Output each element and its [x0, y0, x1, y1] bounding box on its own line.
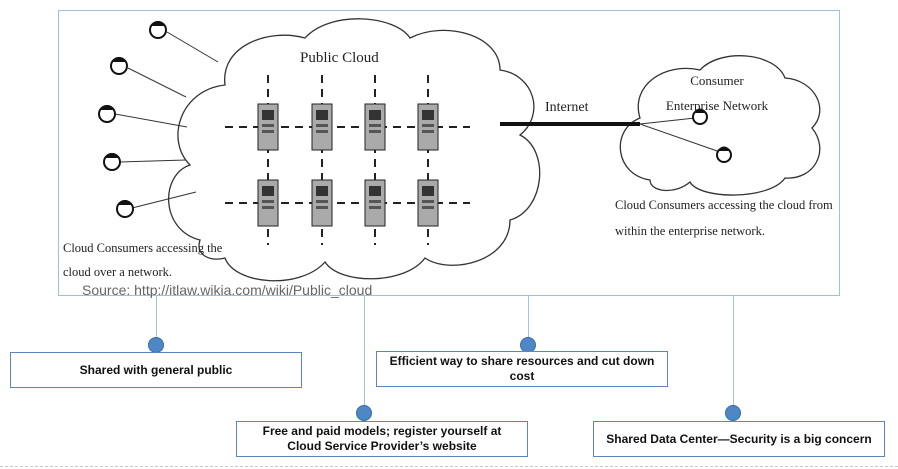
consumer-3-icon	[98, 105, 116, 123]
consumer-5-icon	[116, 200, 134, 218]
server-icon	[364, 103, 386, 151]
bottom-divider	[0, 466, 898, 468]
server-icon	[311, 179, 333, 227]
consumer-1-icon	[149, 21, 167, 39]
callout-pricing-models: Free and paid models; register yourself …	[236, 421, 528, 457]
consumer-4-icon	[103, 153, 121, 171]
servers	[257, 103, 439, 227]
enterprise-user-2-icon	[716, 146, 732, 163]
callout-shared-datacenter: Shared Data Center—Security is a big con…	[593, 421, 885, 457]
internet-label: Internet	[545, 100, 589, 115]
enterprise-cloud-shape	[619, 55, 821, 196]
enterprise-network-label: Consumer Enterprise Network	[665, 73, 769, 113]
enterprise-user-1-icon	[692, 108, 708, 125]
connector-line	[156, 296, 157, 346]
server-icon	[364, 179, 386, 227]
enterprise-consumers-caption: Cloud Consumers accessing the cloud from…	[615, 198, 833, 238]
connector-line	[364, 296, 365, 411]
server-icon	[257, 103, 279, 151]
callout-shared-public: Shared with general public	[10, 352, 302, 388]
callout-dot	[356, 405, 372, 421]
server-icon	[311, 103, 333, 151]
callout-dot	[148, 337, 164, 353]
callout-dot	[725, 405, 741, 421]
source-citation: Source: http://itlaw.wikia.com/wiki/Publ…	[82, 282, 373, 298]
left-consumers-caption: Cloud Consumers accessing the cloud over…	[63, 241, 223, 279]
connector-line	[733, 296, 734, 411]
consumer-2-icon	[110, 57, 128, 75]
callout-efficient-sharing: Efficient way to share resources and cut…	[376, 351, 668, 387]
server-icon	[417, 179, 439, 227]
connector-line	[528, 296, 529, 346]
server-icon	[257, 179, 279, 227]
public-cloud-label: Public Cloud	[300, 50, 379, 66]
server-icon	[417, 103, 439, 151]
